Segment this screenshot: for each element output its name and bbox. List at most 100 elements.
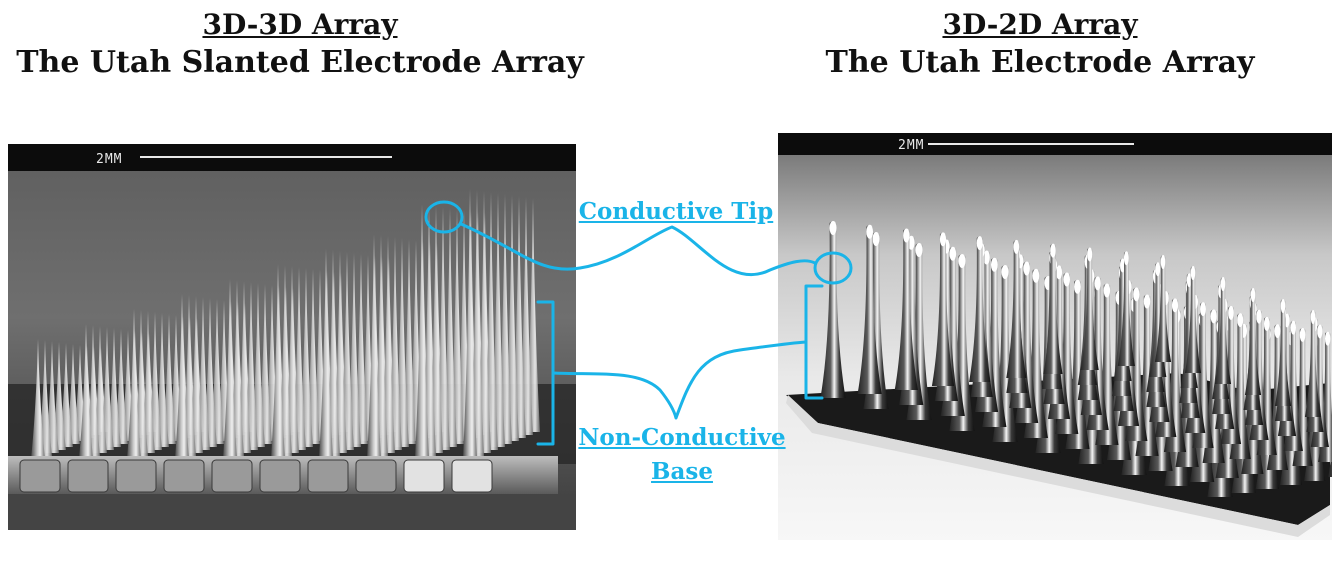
slanted-electrode-shaft <box>31 339 45 459</box>
slanted-electrode-shaft <box>175 294 189 459</box>
electrode-base-block <box>67 459 109 493</box>
utah-electrode-tip <box>903 228 910 243</box>
left-title: 3D-3D Array The Utah Slanted Electrode A… <box>0 6 600 82</box>
utah-electrode-shaft <box>1117 251 1135 366</box>
utah-electrode-tip <box>976 236 983 251</box>
utah-electrode-tip <box>1190 266 1196 280</box>
utah-electrode-tip <box>1160 255 1166 269</box>
slanted-electrode-shaft <box>223 279 237 459</box>
electrode-base-block <box>451 459 493 493</box>
right-title: 3D-2D Array The Utah Electrode Array <box>740 6 1337 82</box>
utah-electrode-shaft <box>1080 247 1099 370</box>
slanted-electrode-shaft <box>79 324 93 459</box>
utah-electrode-shaft <box>1318 331 1332 462</box>
right-title-array-type: 3D-2D Array <box>942 8 1138 41</box>
slanted-electrode-shaft <box>367 234 381 459</box>
utah-electrode-shaft <box>820 221 846 398</box>
electrode-base-block <box>211 459 253 493</box>
utah-electrode-tip <box>1263 316 1270 331</box>
left-title-array-name: The Utah Slanted Electrode Array <box>16 45 584 80</box>
slanted-electrode-shaft <box>415 204 429 459</box>
electrode-base-block <box>19 459 61 493</box>
utah-electrode-tip <box>1143 294 1151 309</box>
utah-electrode-tip <box>1200 302 1206 317</box>
utah-electrode-shaft <box>1214 277 1232 384</box>
conductive-tip-text: Conductive Tip <box>578 198 774 225</box>
utah-electrode-tip <box>829 221 837 235</box>
utah-electrode-shaft <box>1304 310 1322 417</box>
utah-electrode-tip <box>1013 239 1020 254</box>
utah-electrode-tip <box>1063 272 1070 287</box>
utah-electrode-tip <box>1001 265 1009 279</box>
utah-electrode-tip <box>1325 331 1331 346</box>
utah-electrode-tip <box>1250 288 1256 302</box>
utah-electrode-tip <box>1256 309 1262 324</box>
electrode-base-block <box>163 459 205 493</box>
utah-electrode-tip <box>939 232 947 247</box>
utah-electrode-tip <box>1120 258 1126 273</box>
utah-electrode-tip <box>1186 273 1192 288</box>
left-title-array-type: 3D-3D Array <box>202 8 398 41</box>
utah-electrode-tip <box>872 232 880 246</box>
utah-electrode-shaft <box>894 228 918 390</box>
utah-electrode-tip <box>1055 265 1063 280</box>
utah-electrode-tip <box>1299 327 1306 342</box>
utah-electrode-tip <box>1123 251 1129 266</box>
left-scale-label: 2MM <box>96 152 122 167</box>
utah-electrode-tip <box>1074 279 1081 294</box>
utah-electrode-shaft <box>1274 299 1292 406</box>
utah-electrode-tip <box>983 250 990 265</box>
slanted-electrode-shaft <box>463 189 477 459</box>
utah-electrode-tip <box>907 235 915 250</box>
utah-electrode-shaft <box>857 224 882 394</box>
utah-electrode-tip <box>1280 299 1286 313</box>
utah-electrode-shaft <box>1244 288 1262 395</box>
slanted-electrode-shaft <box>127 309 141 459</box>
utah-electrode-tip <box>1050 243 1056 258</box>
utah-electrode-tip <box>915 243 923 257</box>
utah-electrode-tip <box>990 257 998 272</box>
utah-electrode-tip <box>949 246 957 261</box>
non-conductive-base-text-line1: Non-Conductive <box>578 424 786 451</box>
electrode-base-block <box>307 459 349 493</box>
utah-electrode-tip <box>1032 268 1040 283</box>
utah-electrode-tip <box>1310 310 1316 324</box>
conductive-tip-label: Conductive Tip <box>574 195 778 229</box>
utah-electrode-shaft <box>1043 243 1063 374</box>
utah-electrode-tip <box>1228 305 1234 320</box>
slanted-array-micrograph: 2MM <box>8 144 576 530</box>
utah-electrode-tip <box>1023 261 1030 276</box>
slanted-electrode-shaft <box>271 264 285 459</box>
utah-electrode-tip <box>1274 324 1281 339</box>
electrode-base-block <box>115 459 157 493</box>
utah-electrode-tip <box>958 254 966 268</box>
right-title-array-name: The Utah Electrode Array <box>825 45 1255 80</box>
right-scale-label: 2MM <box>898 138 924 153</box>
utah-electrode-tip <box>1317 324 1323 339</box>
utah-electrode-tip <box>1210 309 1217 324</box>
utah-electrode-tip <box>866 224 874 239</box>
electrode-base-block <box>403 459 445 493</box>
utah-electrode-shaft <box>1006 239 1027 378</box>
utah-electrode-tip <box>1237 313 1244 328</box>
utah-electrode-tip <box>1103 283 1111 298</box>
utah-electrode-tip <box>1094 276 1101 291</box>
electrode-base-block <box>355 459 397 493</box>
utah-electrode-tip <box>1087 247 1093 262</box>
utah-electrode-tip <box>1133 287 1140 302</box>
utah-electrode-tip <box>1290 320 1296 335</box>
utah-array-micrograph: 2MM <box>778 133 1332 540</box>
utah-electrode-shaft <box>1184 266 1202 373</box>
utah-electrode-tip <box>1155 262 1161 277</box>
base-connector-line <box>551 340 808 420</box>
utah-electrode-tip <box>1220 277 1226 291</box>
utah-electrode-tip <box>1171 298 1179 313</box>
non-conductive-base-label: Non-Conductive Base <box>575 421 789 489</box>
slanted-electrode-shaft <box>319 249 333 459</box>
utah-electrode-shaft <box>969 236 991 382</box>
utah-electrode-shaft <box>931 232 955 386</box>
non-conductive-base-text-line2: Base <box>651 458 713 485</box>
array-base-edge <box>786 395 1330 537</box>
utah-electrode-shaft <box>1328 448 1332 477</box>
utah-electrode-shaft <box>1154 255 1172 362</box>
